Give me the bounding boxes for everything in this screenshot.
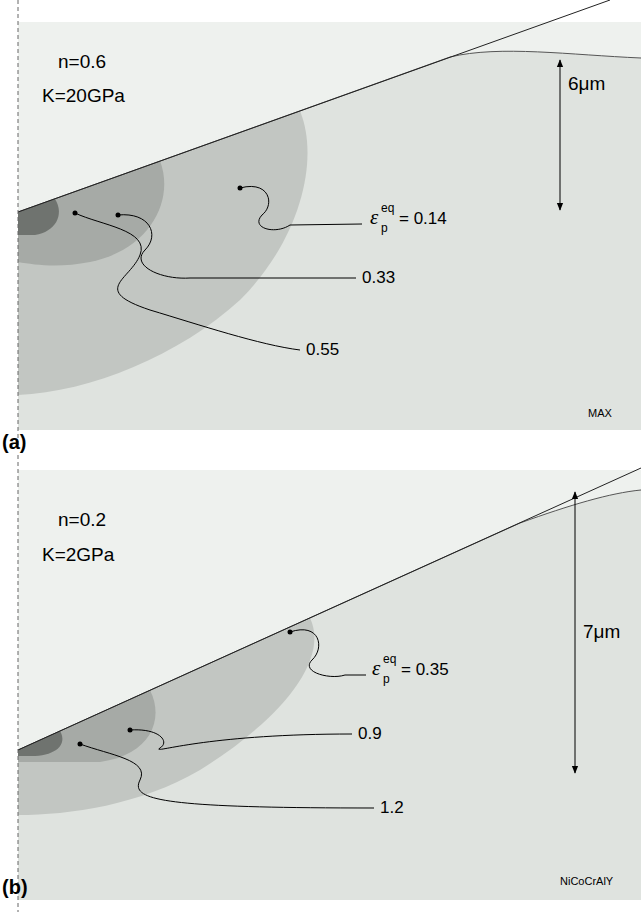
panel-label: (b) xyxy=(2,877,28,897)
indenter-line xyxy=(18,468,641,750)
parameter-label: n=0.2 xyxy=(58,510,106,529)
material-region xyxy=(18,51,641,430)
parameter-label: K=20GPa xyxy=(42,86,125,105)
leader-dot xyxy=(128,728,133,733)
contour-value: 0.33 xyxy=(362,269,395,286)
strain-superscript: eq xyxy=(383,653,396,665)
leader-dot xyxy=(73,211,78,216)
surface-line xyxy=(18,490,641,750)
dimension-arrow xyxy=(560,60,561,210)
parameter-label: K=2GPa xyxy=(42,545,114,564)
indenter-line xyxy=(18,0,610,212)
strain-contour xyxy=(18,690,156,762)
strain-contour xyxy=(18,161,164,265)
strain-subscript: p xyxy=(381,222,388,234)
leader-line xyxy=(290,630,366,677)
panel-background xyxy=(18,470,641,900)
contour-value: 0.9 xyxy=(358,725,382,742)
symmetry-axis xyxy=(18,455,19,912)
strain-contour xyxy=(18,731,62,756)
contour-value: = 0.14 xyxy=(399,210,447,227)
strain-symbol: ε xyxy=(372,658,380,679)
leader-line xyxy=(240,186,362,229)
leader-dot xyxy=(238,186,243,191)
leader-line xyxy=(118,215,356,278)
symmetry-axis xyxy=(18,0,19,445)
material-region xyxy=(18,490,641,900)
strain-contour xyxy=(18,618,314,815)
leader-line xyxy=(130,730,352,750)
material-name: NiCoCrAlY xyxy=(560,876,613,887)
contour-value: 0.55 xyxy=(306,341,339,358)
leader-dot xyxy=(116,213,121,218)
contour-value: 1.2 xyxy=(380,799,404,816)
panel-label: (a) xyxy=(2,432,26,452)
leader-line xyxy=(80,744,374,808)
leader-dot xyxy=(288,630,293,635)
strain-symbol: ε xyxy=(370,207,378,228)
surface-line xyxy=(18,51,641,212)
parameter-label: n=0.6 xyxy=(58,52,106,71)
strain-contour xyxy=(18,111,308,395)
dimension-label: 6μm xyxy=(568,74,605,93)
dimension-arrow xyxy=(575,492,576,773)
strain-superscript: eq xyxy=(381,202,394,214)
panel-background xyxy=(18,22,641,430)
leader-dot xyxy=(78,742,83,747)
strain-subscript: p xyxy=(383,673,390,685)
dimension-label: 7μm xyxy=(583,622,620,641)
leader-line xyxy=(75,213,300,350)
material-name: MAX xyxy=(588,408,612,419)
contour-value: = 0.35 xyxy=(401,661,449,678)
